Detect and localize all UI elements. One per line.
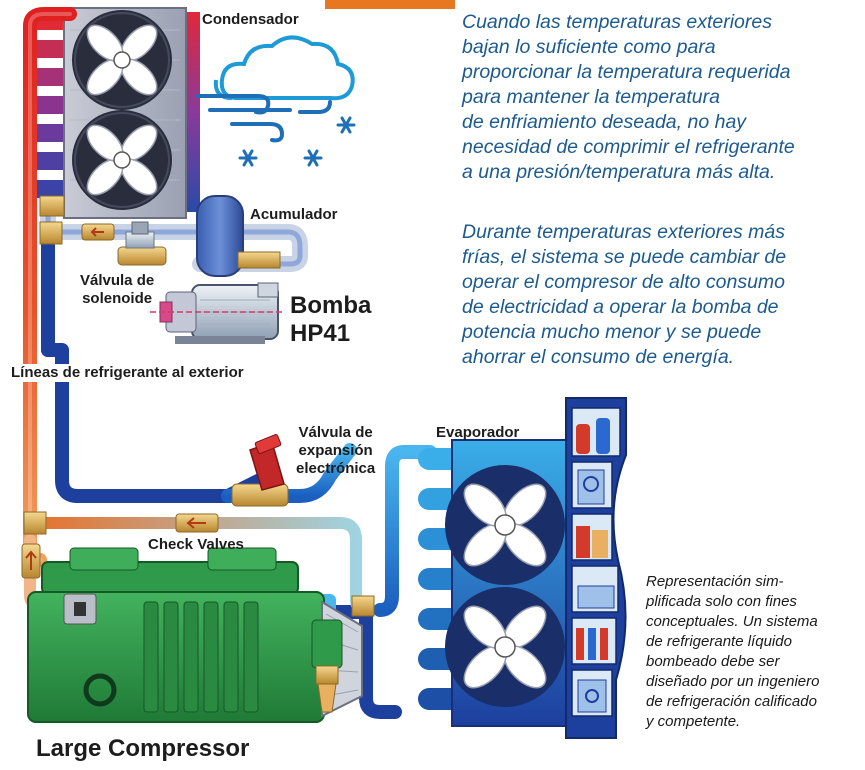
title-accent [325,0,455,9]
snowflake-icon-3 [303,149,323,167]
filter-drier [311,619,343,713]
check-valve-vertical-icon [21,543,41,579]
snowflake-icon-2 [238,149,258,167]
evaporator-return-line [223,605,402,719]
condenser-fan-bottom-icon [72,110,172,210]
description-paragraph-2: Durante temperaturas exteriores más fría… [462,221,787,368]
tee-fitting-evap [351,595,375,617]
evaporator [418,439,583,727]
tee-fitting-mid [23,511,47,535]
disclaimer-note: Representación sim- plificada solo con f… [646,573,820,730]
evaporator-fan-top-icon [445,465,565,585]
pump-label: Bomba HP41 [290,292,372,347]
check-valve-upper-icon [81,223,115,241]
compressor-label: Large Compressor [36,735,250,762]
compressor-fins [143,601,259,713]
evaporator-fan-bottom-icon [445,587,565,707]
electronic-expansion-valve [231,434,289,507]
condenser-label: Condensador [202,11,299,28]
check-valves-label: Check Valves [148,536,244,553]
pump-hp41 [150,282,285,344]
wind-lines [196,94,332,143]
solenoid-valve [117,221,167,266]
condenser [26,7,200,219]
evaporator-liquid-line [373,445,437,617]
condenser-fitting [39,195,65,217]
liquid-return-line [41,205,267,503]
case-products [576,418,615,713]
check-valve-middle-icon [175,513,219,533]
compressor-port-icon [83,673,117,707]
accumulator-label: Acumulador [250,206,338,223]
accumulator [196,195,281,277]
evaporator-label: Evaporador [436,424,520,441]
snowflake-icon-1 [336,116,356,134]
expansion-valve-label: Válvula de expansión electrónica [296,424,376,477]
refrigerated-display-case [565,397,627,739]
cold-weather-icon [196,35,356,167]
solenoid-valve-label: Válvula de solenoide [80,272,155,307]
refrigerant-lines-label: Líneas de refrigerante al exterior [8,364,247,382]
condenser-fan-top-icon [72,10,172,110]
hot-gas-line [23,7,77,567]
tee-fitting-left [39,221,63,245]
description-paragraph-1: Cuando las temperaturas exteriores bajan… [462,11,795,183]
